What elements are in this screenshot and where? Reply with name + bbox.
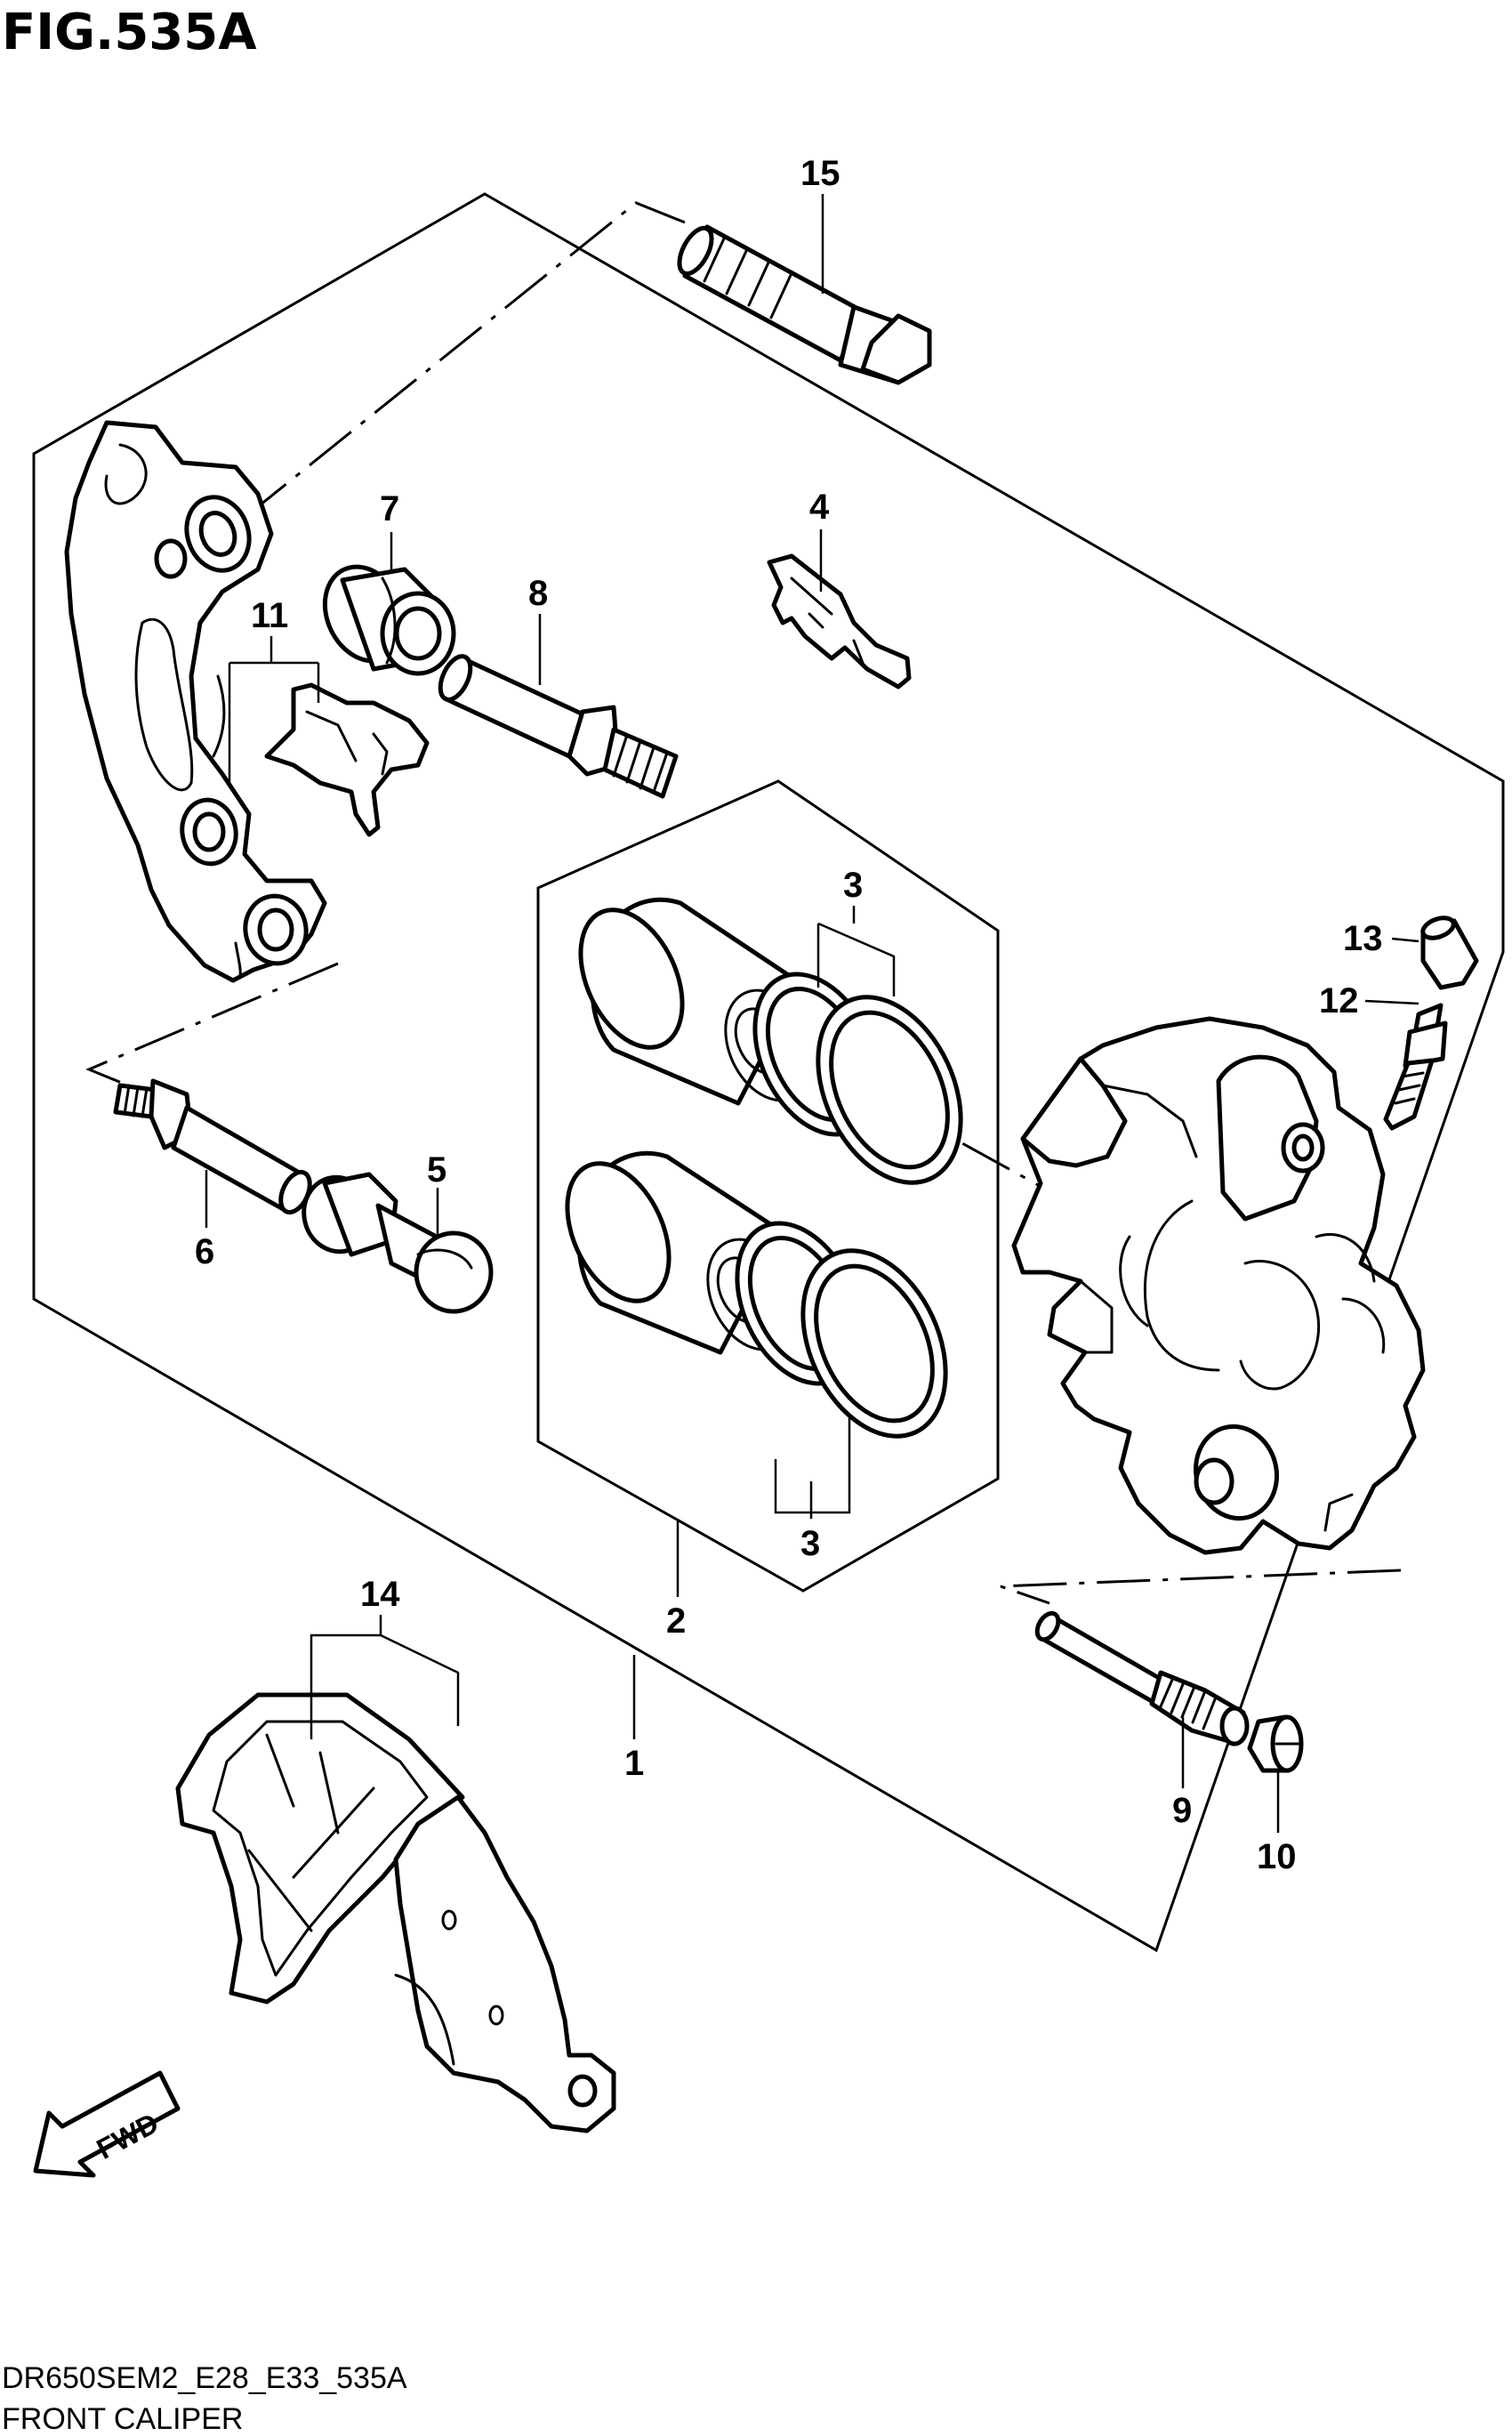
upper-seal-outer[interactable] xyxy=(790,974,988,1206)
upper-piston[interactable] xyxy=(560,894,830,1115)
callout-6: 6 xyxy=(195,1232,214,1271)
callout-labels: 15 7 4 8 11 3 13 12 5 6 3 2 14 1 9 10 xyxy=(195,154,1383,1876)
pad-clip-part-11[interactable] xyxy=(264,682,430,837)
boot-part-5[interactable] xyxy=(295,1170,494,1314)
callout-3-lower: 3 xyxy=(800,1524,820,1563)
alignment-line-rear-pin xyxy=(1000,1569,1402,1605)
callout-8: 8 xyxy=(528,574,548,613)
callout-1: 1 xyxy=(624,1744,644,1783)
leader-lines xyxy=(205,194,1420,1833)
model-code: DR650SEM2_E28_E33_535A xyxy=(2,2361,407,2395)
pin-bolt-part-6[interactable] xyxy=(113,1078,316,1217)
callout-5: 5 xyxy=(427,1150,446,1190)
callout-11: 11 xyxy=(251,596,288,635)
figure-caption: FRONT CALIPER xyxy=(2,2402,243,2436)
bleeder-part-12[interactable] xyxy=(1383,1003,1448,1131)
figure-title: FIG.535A xyxy=(2,4,257,61)
callout-4: 4 xyxy=(809,488,830,527)
callout-9: 9 xyxy=(1172,1791,1192,1830)
lower-seal-outer[interactable] xyxy=(775,1228,973,1459)
pad-spring-part-4[interactable] xyxy=(767,553,912,690)
bleeder-cap-part-13[interactable] xyxy=(1420,914,1479,990)
callout-3-upper: 3 xyxy=(843,866,863,905)
assembly-frame xyxy=(32,192,1505,1953)
caliper-bracket[interactable] xyxy=(64,420,327,983)
alignment-line-bolt xyxy=(159,201,686,587)
callout-15: 15 xyxy=(800,154,840,193)
callout-10: 10 xyxy=(1257,1837,1297,1876)
callout-13: 13 xyxy=(1343,919,1383,958)
plug-part-10[interactable] xyxy=(1247,1714,1304,1773)
callout-7: 7 xyxy=(380,489,399,528)
slide-pin-part-9[interactable] xyxy=(1033,1609,1250,1746)
piston-kit-frame xyxy=(536,779,1000,1593)
caliper-body[interactable] xyxy=(1011,1016,1426,1555)
bolt-part-15[interactable] xyxy=(672,223,932,385)
callout-14: 14 xyxy=(360,1575,400,1614)
callout-2: 2 xyxy=(666,1601,686,1641)
forward-arrow: FWD xyxy=(33,2070,181,2178)
boot-part-7[interactable] xyxy=(310,553,456,676)
lower-piston[interactable] xyxy=(547,1148,812,1364)
slide-pin-part-8[interactable] xyxy=(434,652,679,799)
callout-12: 12 xyxy=(1319,981,1359,1020)
brake-pad-set-part-14[interactable] xyxy=(175,1692,616,2134)
